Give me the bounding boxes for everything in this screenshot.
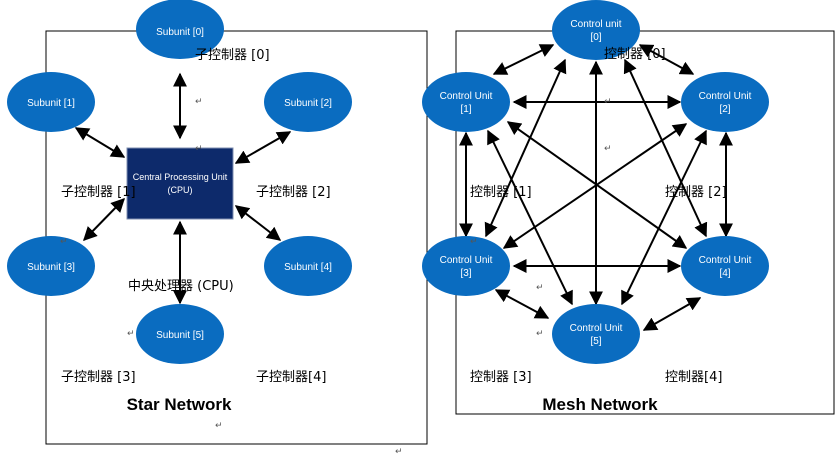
subunit-node-5: Subunit [5] bbox=[136, 304, 224, 364]
arrow-4-5 bbox=[642, 297, 702, 331]
svg-text:↵: ↵ bbox=[195, 144, 203, 154]
svg-text:↵: ↵ bbox=[604, 97, 612, 107]
arrow-0-1 bbox=[492, 44, 555, 75]
control-unit-label-line2: [4] bbox=[719, 268, 730, 279]
subunit-label: Subunit [5] bbox=[156, 330, 204, 341]
svg-text:↵: ↵ bbox=[215, 421, 223, 431]
control-unit-label-line1: Control Unit bbox=[570, 323, 623, 334]
cpu-label-line1: Central Processing Unit bbox=[133, 172, 228, 182]
control-unit-label-line1: Control unit bbox=[570, 19, 621, 30]
paragraph-marks-star: ↵ ↵ ↵ ↵ ↵ bbox=[60, 97, 223, 431]
arrow-cpu-subunit-3 bbox=[83, 197, 125, 242]
control-unit-label-line2: [1] bbox=[460, 104, 471, 115]
svg-text:↵: ↵ bbox=[195, 97, 203, 107]
cpu-label-line2: (CPU) bbox=[168, 185, 193, 195]
svg-text:↵: ↵ bbox=[127, 329, 135, 339]
mesh-cn-label-4: 控制器[4] bbox=[665, 370, 722, 385]
mesh-network-title: Mesh Network bbox=[542, 395, 658, 414]
subunit-label: Subunit [1] bbox=[27, 98, 75, 109]
svg-text:↵: ↵ bbox=[395, 447, 403, 454]
star-cn-label-1: 子控制器 [1] bbox=[61, 185, 136, 200]
svg-text:↵: ↵ bbox=[604, 144, 612, 154]
subunit-node-2: Subunit [2] bbox=[264, 72, 352, 132]
control-unit-node-1: Control Unit [1] bbox=[422, 72, 510, 132]
star-cn-label-3: 子控制器 [3] bbox=[61, 370, 136, 385]
star-cn-label-0: 子控制器 [0] bbox=[195, 48, 270, 63]
star-arrows bbox=[74, 72, 292, 305]
subunit-node-3: Subunit [3] bbox=[7, 236, 95, 296]
subunit-label: Subunit [0] bbox=[156, 27, 204, 38]
control-unit-node-4: Control Unit [4] bbox=[681, 236, 769, 296]
svg-text:↵: ↵ bbox=[536, 329, 544, 339]
control-unit-node-2: Control Unit [2] bbox=[681, 72, 769, 132]
control-unit-node-3: Control Unit [3] bbox=[422, 236, 510, 296]
mesh-arrows bbox=[459, 44, 733, 331]
arrow-3-5 bbox=[494, 289, 550, 319]
star-network-title: Star Network bbox=[127, 395, 232, 414]
control-unit-label-line2: [0] bbox=[590, 32, 601, 43]
subunit-node-0: Subunit [0] bbox=[136, 0, 224, 59]
mesh-network-frame bbox=[455, 30, 835, 415]
svg-text:↵: ↵ bbox=[536, 283, 544, 293]
svg-text:↵: ↵ bbox=[470, 237, 478, 247]
mesh-cn-label-0: 控制器 [0] bbox=[604, 47, 666, 62]
subunit-label: Subunit [4] bbox=[284, 262, 332, 273]
mesh-cn-label-3: 控制器 [3] bbox=[470, 370, 532, 385]
star-cn-label-2: 子控制器 [2] bbox=[256, 185, 331, 200]
star-cn-label-cpu: 中央处理器 (CPU) bbox=[128, 279, 234, 294]
mesh-cn-label-1: 控制器 [1] bbox=[470, 185, 532, 200]
control-unit-label-line2: [2] bbox=[719, 104, 730, 115]
star-cn-label-4: 子控制器[4] bbox=[256, 370, 326, 385]
svg-text:↵: ↵ bbox=[60, 237, 68, 247]
cpu-node: Central Processing Unit (CPU) bbox=[126, 147, 234, 220]
control-unit-label-line1: Control Unit bbox=[440, 255, 493, 266]
subunit-label: Subunit [2] bbox=[284, 98, 332, 109]
control-unit-label-line1: Control Unit bbox=[440, 91, 493, 102]
subunit-label: Subunit [3] bbox=[27, 262, 75, 273]
control-unit-label-line1: Control Unit bbox=[699, 91, 752, 102]
control-unit-node-5: Control Unit [5] bbox=[552, 304, 640, 364]
subunit-node-1: Subunit [1] bbox=[7, 72, 95, 132]
control-unit-label-line2: [5] bbox=[590, 336, 601, 347]
arrow-2-5 bbox=[621, 129, 707, 306]
arrow-cpu-subunit-4 bbox=[234, 205, 282, 241]
subunit-node-4: Subunit [4] bbox=[264, 236, 352, 296]
mesh-cn-label-2: 控制器 [2] bbox=[665, 185, 727, 200]
control-unit-label-line2: [3] bbox=[460, 268, 471, 279]
paragraph-marks-mesh: ↵ ↵ ↵ ↵ ↵ ↵ bbox=[395, 97, 612, 454]
arrow-cpu-subunit-1 bbox=[74, 127, 126, 158]
control-unit-node-0: Control unit [0] bbox=[552, 0, 640, 60]
control-unit-label-line1: Control Unit bbox=[699, 255, 752, 266]
arrow-cpu-subunit-2 bbox=[234, 131, 292, 164]
